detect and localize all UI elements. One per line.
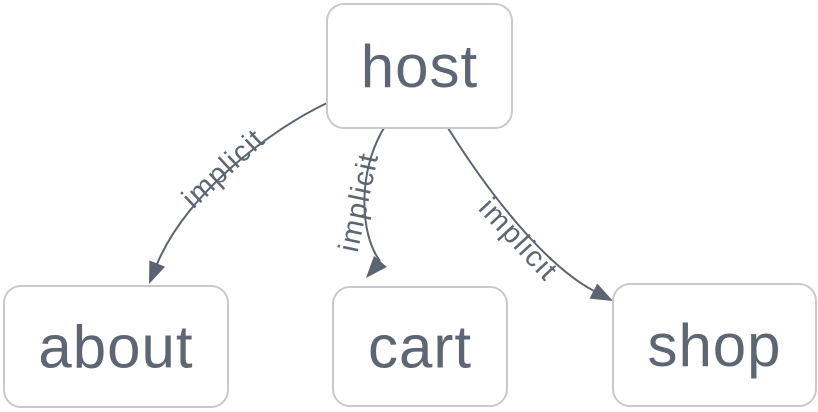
node-box	[3, 285, 229, 408]
node-box	[326, 3, 513, 129]
edge-label-host-cart: implicit	[333, 150, 385, 255]
edge-line-host-shop	[447, 127, 595, 292]
edge-label-text: implicit	[176, 123, 271, 215]
edge-line-host-about	[156, 102, 328, 265]
node-about: about	[3, 285, 229, 408]
node-box	[332, 286, 508, 407]
arrowhead-icon	[589, 283, 613, 301]
edge-line-host-cart	[363, 127, 385, 262]
edge-label-host-about: implicit	[176, 123, 271, 215]
edge-host-about	[149, 102, 328, 284]
arrowhead-icon	[149, 260, 166, 284]
node-host: host	[326, 3, 513, 129]
node-label: about	[38, 314, 193, 381]
edge-host-shop	[447, 127, 613, 301]
edge-label-host-shop: implicit	[472, 192, 564, 287]
node-box	[612, 283, 817, 407]
node-label: host	[361, 33, 478, 100]
node-label: cart	[368, 314, 472, 381]
node-cart: cart	[332, 286, 508, 407]
node-shop: shop	[612, 283, 817, 407]
arrowhead-icon	[366, 255, 387, 278]
edge-label-text: implicit	[472, 192, 564, 287]
edge-host-cart	[363, 127, 387, 278]
node-label: shop	[647, 312, 781, 379]
edge-label-text: implicit	[333, 150, 385, 255]
